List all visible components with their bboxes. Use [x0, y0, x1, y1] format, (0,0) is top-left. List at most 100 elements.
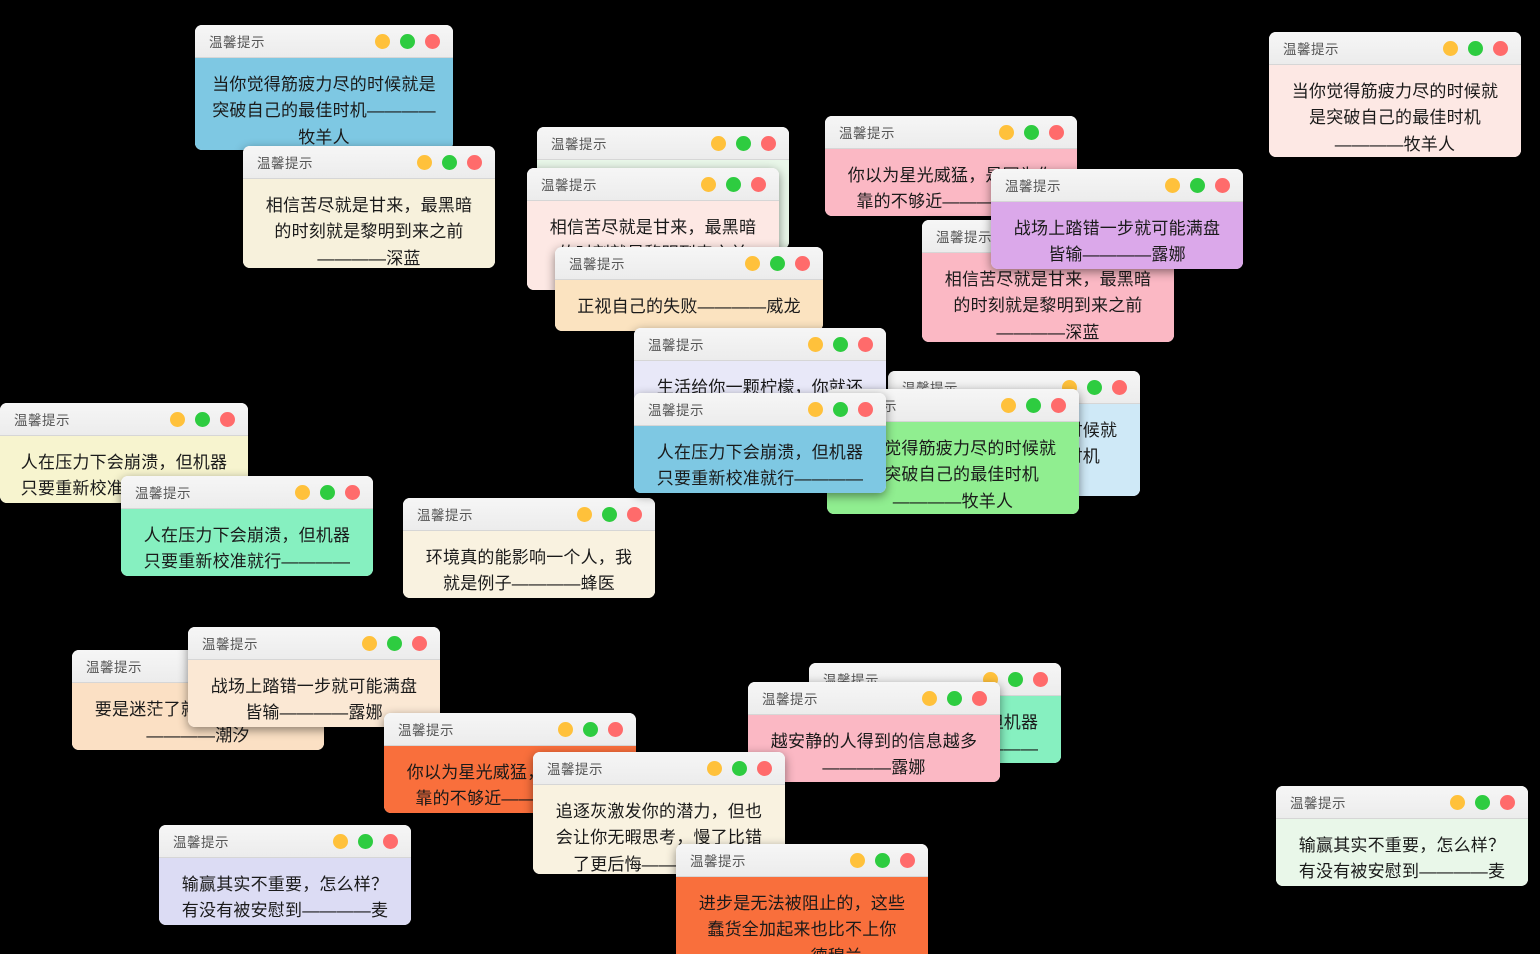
maximize-dot-icon[interactable] — [583, 721, 598, 737]
popup-window[interactable]: 温馨提示战场上踏错一步就可能满盘皆输————露娜 — [991, 169, 1243, 269]
maximize-dot-icon[interactable] — [770, 255, 785, 271]
popup-window[interactable]: 温馨提示越安静的人得到的信息越多————露娜 — [748, 682, 1000, 782]
maximize-dot-icon[interactable] — [947, 690, 962, 706]
minimize-dot-icon[interactable] — [417, 154, 432, 170]
window-titlebar[interactable]: 温馨提示 — [384, 713, 636, 746]
minimize-dot-icon[interactable] — [711, 135, 726, 151]
popup-window[interactable]: 温馨提示当你觉得筋疲力尽的时候就是突破自己的最佳时机————牧羊人 — [1269, 32, 1521, 157]
maximize-dot-icon[interactable] — [1190, 177, 1205, 193]
minimize-dot-icon[interactable] — [558, 721, 573, 737]
close-dot-icon[interactable] — [751, 176, 766, 192]
close-dot-icon[interactable] — [795, 255, 810, 271]
minimize-dot-icon[interactable] — [1001, 397, 1016, 413]
maximize-dot-icon[interactable] — [400, 33, 415, 49]
maximize-dot-icon[interactable] — [602, 506, 617, 522]
window-titlebar[interactable]: 温馨提示 — [159, 825, 411, 858]
close-dot-icon[interactable] — [412, 635, 427, 651]
close-dot-icon[interactable] — [608, 721, 623, 737]
maximize-dot-icon[interactable] — [387, 635, 402, 651]
window-titlebar[interactable]: 温馨提示 — [1269, 32, 1521, 65]
window-titlebar[interactable]: 温馨提示 — [748, 682, 1000, 715]
close-dot-icon[interactable] — [858, 336, 873, 352]
maximize-dot-icon[interactable] — [1008, 671, 1023, 687]
maximize-dot-icon[interactable] — [1468, 40, 1483, 56]
maximize-dot-icon[interactable] — [1087, 379, 1102, 395]
minimize-dot-icon[interactable] — [1450, 794, 1465, 810]
maximize-dot-icon[interactable] — [1026, 397, 1041, 413]
window-titlebar[interactable]: 温馨提示 — [527, 168, 779, 201]
close-dot-icon[interactable] — [1215, 177, 1230, 193]
minimize-dot-icon[interactable] — [362, 635, 377, 651]
minimize-dot-icon[interactable] — [850, 852, 865, 868]
window-titlebar[interactable]: 温馨提示 — [243, 146, 495, 179]
close-dot-icon[interactable] — [627, 506, 642, 522]
close-dot-icon[interactable] — [220, 411, 235, 427]
minimize-dot-icon[interactable] — [170, 411, 185, 427]
minimize-dot-icon[interactable] — [1165, 177, 1180, 193]
minimize-dot-icon[interactable] — [922, 690, 937, 706]
window-titlebar[interactable]: 温馨提示 — [537, 127, 789, 160]
close-dot-icon[interactable] — [1049, 124, 1064, 140]
maximize-dot-icon[interactable] — [833, 336, 848, 352]
close-dot-icon[interactable] — [1051, 397, 1066, 413]
maximize-dot-icon[interactable] — [358, 833, 373, 849]
window-titlebar[interactable]: 温馨提示 — [533, 752, 785, 785]
close-dot-icon[interactable] — [467, 154, 482, 170]
maximize-dot-icon[interactable] — [736, 135, 751, 151]
window-titlebar[interactable]: 温馨提示 — [634, 393, 886, 426]
window-titlebar[interactable]: 温馨提示 — [676, 844, 928, 877]
window-titlebar[interactable]: 温馨提示 — [403, 498, 655, 531]
minimize-dot-icon[interactable] — [808, 401, 823, 417]
window-titlebar[interactable]: 温馨提示 — [195, 25, 453, 58]
window-titlebar[interactable]: 温馨提示 — [1276, 786, 1528, 819]
close-dot-icon[interactable] — [345, 484, 360, 500]
minimize-dot-icon[interactable] — [375, 33, 390, 49]
window-titlebar[interactable]: 温馨提示 — [991, 169, 1243, 202]
minimize-dot-icon[interactable] — [1443, 40, 1458, 56]
popup-window[interactable]: 温馨提示战场上踏错一步就可能满盘皆输————露娜 — [188, 627, 440, 727]
close-dot-icon[interactable] — [900, 852, 915, 868]
maximize-dot-icon[interactable] — [442, 154, 457, 170]
window-titlebar[interactable]: 温馨提示 — [634, 328, 886, 361]
minimize-dot-icon[interactable] — [999, 124, 1014, 140]
minimize-dot-icon[interactable] — [808, 336, 823, 352]
close-dot-icon[interactable] — [1112, 379, 1127, 395]
close-dot-icon[interactable] — [761, 135, 776, 151]
popup-window[interactable]: 温馨提示环境真的能影响一个人，我就是例子————蜂医 — [403, 498, 655, 598]
minimize-dot-icon[interactable] — [745, 255, 760, 271]
window-titlebar[interactable]: 温馨提示 — [121, 476, 373, 509]
maximize-dot-icon[interactable] — [1475, 794, 1490, 810]
maximize-dot-icon[interactable] — [875, 852, 890, 868]
close-dot-icon[interactable] — [383, 833, 398, 849]
close-dot-icon[interactable] — [972, 690, 987, 706]
close-dot-icon[interactable] — [757, 760, 772, 776]
close-dot-icon[interactable] — [1033, 671, 1048, 687]
close-dot-icon[interactable] — [1500, 794, 1515, 810]
window-titlebar[interactable]: 温馨提示 — [825, 116, 1077, 149]
minimize-dot-icon[interactable] — [577, 506, 592, 522]
minimize-dot-icon[interactable] — [701, 176, 716, 192]
close-dot-icon[interactable] — [425, 33, 440, 49]
window-titlebar[interactable]: 温馨提示 — [188, 627, 440, 660]
popup-window[interactable]: 温馨提示当你觉得筋疲力尽的时候就是突破自己的最佳时机————牧羊人 — [195, 25, 453, 150]
minimize-dot-icon[interactable] — [333, 833, 348, 849]
window-titlebar[interactable]: 温馨提示 — [0, 403, 248, 436]
popup-window[interactable]: 温馨提示相信苦尽就是甘来，最黑暗的时刻就是黎明到来之前————深蓝 — [243, 146, 495, 268]
popup-window[interactable]: 温馨提示你以为星光威猛，是因为你靠的不够近————黑夜 — [384, 713, 636, 813]
maximize-dot-icon[interactable] — [1024, 124, 1039, 140]
maximize-dot-icon[interactable] — [195, 411, 210, 427]
maximize-dot-icon[interactable] — [833, 401, 848, 417]
close-dot-icon[interactable] — [858, 401, 873, 417]
window-titlebar[interactable]: 温馨提示 — [555, 247, 823, 280]
minimize-dot-icon[interactable] — [707, 760, 722, 776]
close-dot-icon[interactable] — [1493, 40, 1508, 56]
minimize-dot-icon[interactable] — [295, 484, 310, 500]
maximize-dot-icon[interactable] — [726, 176, 741, 192]
popup-window[interactable]: 温馨提示正视自己的失败————威龙 — [555, 247, 823, 331]
maximize-dot-icon[interactable] — [320, 484, 335, 500]
